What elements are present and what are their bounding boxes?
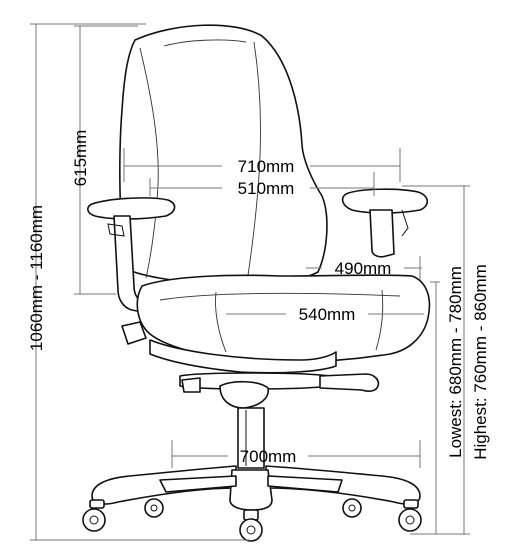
back-height-label: 615mm <box>71 130 90 187</box>
dimension-labels: 1060mm - 1160mm 615mm 710mm 510mm 490mm … <box>27 130 490 466</box>
right-armrest <box>341 188 429 258</box>
seat-mechanism <box>121 321 380 409</box>
seat-width-label: 540mm <box>299 305 356 324</box>
seat-depth-label: 490mm <box>335 259 392 278</box>
seat-height-lowest-label: Lowest: 680mm - 780mm <box>446 266 465 458</box>
chair-illustration <box>82 24 431 542</box>
armrest-inner-width-label: 510mm <box>238 179 295 198</box>
castor-front-left <box>82 499 106 532</box>
base-width-label: 700mm <box>240 447 297 466</box>
castor-center <box>239 509 263 542</box>
gas-lift-column <box>237 407 265 469</box>
overall-width-label: 710mm <box>238 157 295 176</box>
castor-rear-right <box>342 498 362 518</box>
five-star-base <box>91 465 421 511</box>
castor-rear-left <box>144 498 164 518</box>
castors <box>82 498 422 542</box>
backrest <box>119 24 328 286</box>
seat-height-highest-label: Highest: 760mm - 860mm <box>471 264 490 460</box>
total-height-label: 1060mm - 1160mm <box>27 205 46 351</box>
castor-front-right <box>398 499 422 532</box>
seat-cushion <box>136 274 431 363</box>
dimension-lines <box>30 23 470 541</box>
